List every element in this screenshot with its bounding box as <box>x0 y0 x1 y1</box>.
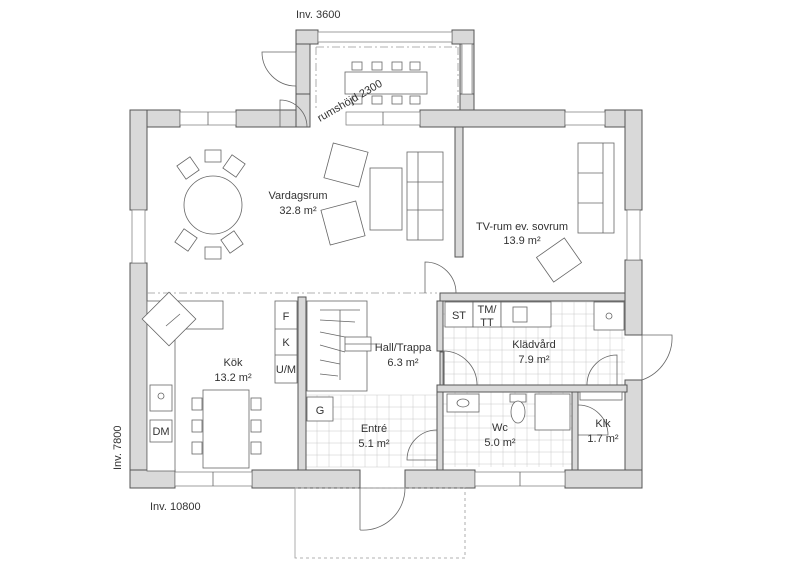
annex-dining <box>344 61 428 105</box>
fixture-oven-label: U/M <box>276 364 296 376</box>
beam-lines <box>147 46 459 294</box>
room-name-kok: Kök <box>224 357 243 369</box>
laundry-fixtures <box>444 301 625 331</box>
room-name-klk: Klk <box>595 418 611 430</box>
fixture-fridge-label: F <box>283 311 290 323</box>
fixture-dishwasher-label: DM <box>152 426 169 438</box>
room-area-klk: 1.7 m² <box>587 433 619 445</box>
room-area-wc: 5.0 m² <box>484 437 516 449</box>
fixture-tm-label: TM/ <box>478 304 498 316</box>
wc-fixtures <box>446 393 571 431</box>
room-area-tvrum: 13.9 m² <box>503 235 541 247</box>
room-name-entre: Entré <box>361 423 387 435</box>
kitchen-furniture <box>141 291 298 472</box>
fixture-st-label: ST <box>452 310 466 322</box>
fixture-freezer-label: K <box>282 337 290 349</box>
windows <box>131 31 641 487</box>
staircase <box>306 300 380 392</box>
dimension-bottom: Inv. 10800 <box>150 501 201 513</box>
entry-furniture <box>306 396 334 422</box>
room-area-entre: 5.1 m² <box>358 438 390 450</box>
room-name-kladvard: Klädvård <box>512 339 555 351</box>
fixture-wardrobe-label: G <box>316 405 325 417</box>
room-area-vardagsrum: 32.8 m² <box>279 205 317 217</box>
dimension-top: Inv. 3600 <box>296 9 340 21</box>
room-name-vardagsrum: Vardagsrum <box>268 190 327 202</box>
room-area-kok: 13.2 m² <box>214 372 252 384</box>
dimension-left: Inv. 7800 <box>112 426 124 470</box>
room-name-hall: Hall/Trappa <box>375 342 432 354</box>
room-name-tvrum: TV-rum ev. sovrum <box>476 221 568 233</box>
closet-fixtures <box>579 391 623 401</box>
doors <box>261 51 673 531</box>
fixture-tt-label: TT <box>480 317 494 329</box>
living-furniture <box>174 142 444 260</box>
room-area-kladvard: 7.9 m² <box>518 354 550 366</box>
room-area-hall: 6.3 m² <box>387 357 419 369</box>
tv-room-furniture <box>535 142 615 283</box>
entry-porch <box>294 487 466 559</box>
room-name-wc: Wc <box>492 422 508 434</box>
